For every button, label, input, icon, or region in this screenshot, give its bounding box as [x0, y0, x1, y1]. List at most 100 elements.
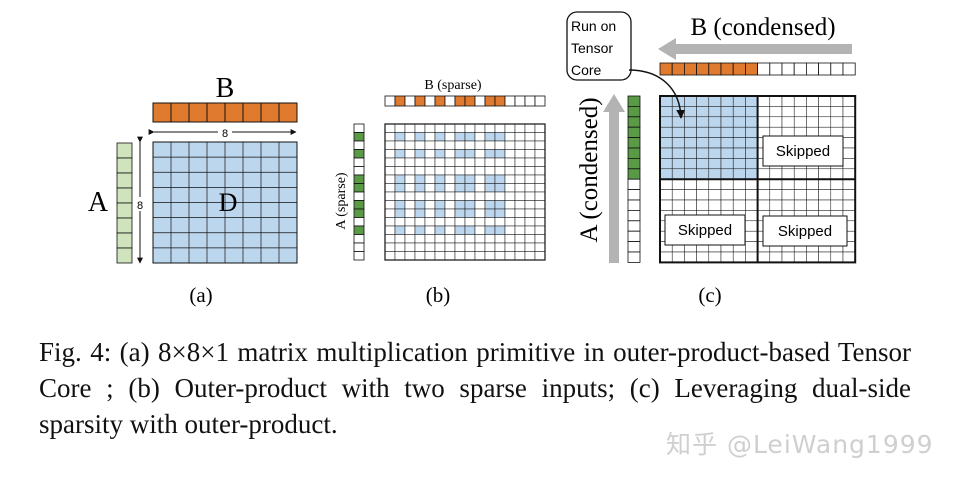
- matrix-cell: [534, 157, 546, 167]
- matrix-cell: [769, 106, 783, 118]
- matrix-cell: [708, 251, 722, 263]
- panel-c-callout-pointer: [628, 69, 686, 119]
- matrix-cell: [504, 149, 516, 159]
- matrix-cell: [444, 140, 456, 150]
- highlight-cell: [484, 208, 496, 218]
- matrix-cell: [842, 199, 856, 211]
- matrix-cell: [684, 178, 697, 190]
- highlight-cell: [671, 158, 685, 170]
- highlight-cell: [464, 225, 476, 235]
- matrix-cell: [830, 189, 844, 201]
- highlight-cell: [696, 95, 710, 107]
- matrix-cell: [514, 157, 526, 167]
- highlight-cell: [484, 183, 496, 193]
- a-vector-cell: [353, 132, 365, 142]
- matrix-cell: [769, 95, 783, 107]
- matrix-cell: [842, 251, 856, 263]
- matrix-cell: [444, 208, 456, 218]
- matrix-cell: [484, 140, 496, 150]
- matrix-cell: [394, 166, 406, 176]
- matrix-cell: [464, 157, 476, 167]
- matrix-cell: [424, 132, 436, 142]
- matrix-cell: [757, 189, 771, 201]
- matrix-cell: [514, 200, 526, 210]
- matrix-cell: [769, 168, 783, 180]
- matrix-cell: [757, 199, 771, 211]
- matrix-cell: [474, 166, 486, 176]
- matrix-cell: [842, 137, 856, 149]
- matrix-cell: [696, 251, 710, 263]
- highlight-cell: [394, 149, 406, 159]
- highlight-cell: [659, 137, 673, 149]
- b-vector-cell: [732, 62, 746, 76]
- highlight-cell: [671, 137, 685, 149]
- panel-b-b-vector: [384, 95, 546, 107]
- matrix-cell: [474, 183, 486, 193]
- b-vector-cell: [534, 95, 546, 107]
- matrix-cell: [434, 157, 446, 167]
- matrix-cell: [424, 183, 436, 193]
- b-vector-cell: [757, 62, 771, 76]
- matrix-cell: [474, 140, 486, 150]
- highlight-cell: [720, 116, 734, 128]
- panel-c-skipped-bottom-right: Skipped: [778, 223, 832, 240]
- highlight-cell: [684, 106, 697, 118]
- matrix-cell: [404, 225, 416, 235]
- a-vector-cell: [627, 95, 641, 107]
- highlight-cell: [414, 208, 426, 218]
- matrix-cell: [842, 178, 856, 190]
- matrix-cell: [414, 123, 426, 133]
- a-vector-cell: [116, 232, 133, 249]
- matrix-cell: [384, 132, 396, 142]
- matrix-cell: [514, 174, 526, 184]
- matrix-cell: [806, 168, 819, 180]
- a-vector-cell: [116, 187, 133, 204]
- matrix-cell: [424, 191, 436, 201]
- matrix-cell: [534, 242, 546, 252]
- matrix-cell: [464, 140, 476, 150]
- matrix-cell: [671, 199, 685, 211]
- matrix-cell: [745, 230, 758, 242]
- matrix-cell: [524, 149, 536, 159]
- highlight-cell: [464, 200, 476, 210]
- highlight-cell: [659, 168, 673, 180]
- matrix-cell: [732, 251, 746, 263]
- matrix-cell: [684, 189, 697, 201]
- matrix-cell: [444, 149, 456, 159]
- matrix-cell: [424, 166, 436, 176]
- matrix-cell: [757, 95, 771, 107]
- matrix-cell: [514, 132, 526, 142]
- matrix-cell: [732, 189, 746, 201]
- b-vector-cell: [188, 102, 208, 123]
- b-vector-cell: [464, 95, 476, 107]
- matrix-cell: [434, 242, 446, 252]
- matrix-cell: [504, 123, 516, 133]
- b-vector-cell: [842, 62, 856, 76]
- matrix-cell: [424, 200, 436, 210]
- highlight-cell: [484, 200, 496, 210]
- matrix-cell: [806, 178, 819, 190]
- matrix-cell: [474, 132, 486, 142]
- panel-b-result-matrix: [384, 123, 546, 261]
- highlight-cell: [394, 208, 406, 218]
- matrix-cell: [781, 178, 795, 190]
- matrix-cell: [514, 191, 526, 201]
- matrix-cell: [464, 251, 476, 261]
- matrix-cell: [384, 140, 396, 150]
- matrix-cell: [494, 251, 506, 261]
- matrix-cell: [524, 191, 536, 201]
- highlight-cell: [464, 132, 476, 142]
- matrix-cell: [781, 116, 795, 128]
- highlight-cell: [434, 225, 446, 235]
- matrix-cell: [384, 157, 396, 167]
- matrix-cell: [504, 132, 516, 142]
- matrix-cell: [404, 234, 416, 244]
- highlight-cell: [414, 225, 426, 235]
- matrix-cell: [659, 199, 673, 211]
- matrix-cell: [696, 178, 710, 190]
- panel-c-callout-line-1: Run on: [571, 18, 616, 34]
- a-vector-cell: [627, 241, 641, 253]
- panel-a-b-vector: [152, 102, 298, 123]
- matrix-cell: [474, 157, 486, 167]
- matrix-cell: [384, 183, 396, 193]
